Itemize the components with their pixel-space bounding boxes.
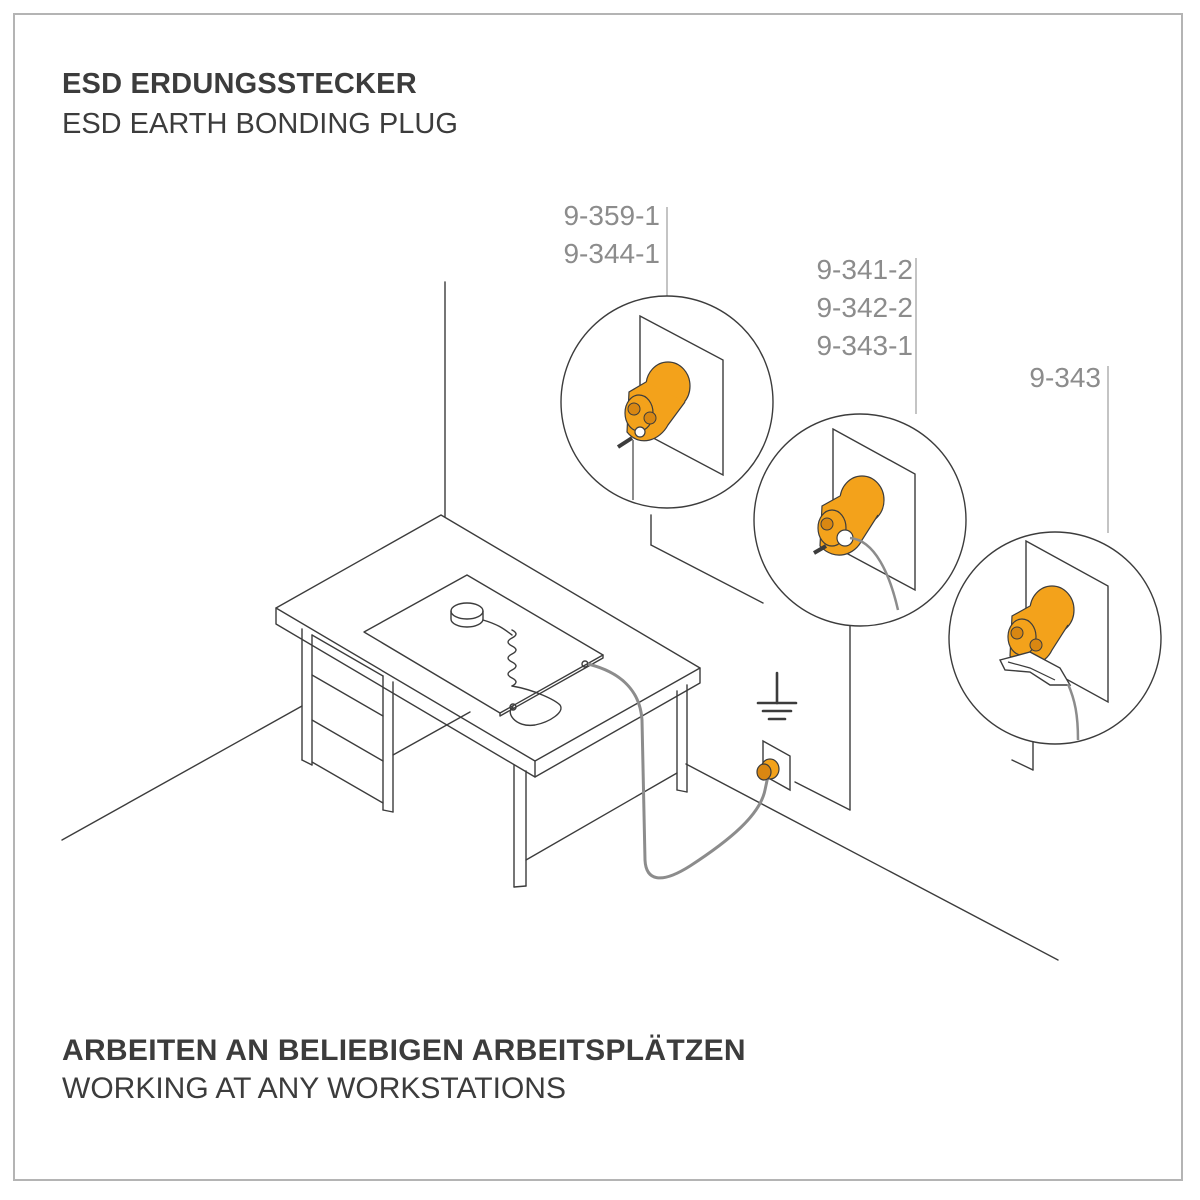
detail-circle-2 <box>753 413 967 627</box>
earth-ground-icon <box>756 671 798 721</box>
drawer-line-3 <box>311 761 384 804</box>
drawer-back-line <box>392 711 471 756</box>
callout-label-1a: 9-359-1 <box>563 200 660 231</box>
drawer-foot-r <box>382 809 394 813</box>
drawer-line-1 <box>311 674 384 717</box>
drawer-top-line <box>311 634 384 677</box>
detail-circle-3 <box>948 531 1162 745</box>
title-german: ESD ERDUNGSSTECKER <box>62 68 417 100</box>
floor-right-line <box>685 763 1059 961</box>
caption-german: ARBEITEN AN BELIEBIGEN ARBEITSPLÄTZEN <box>62 1034 746 1067</box>
callout-leaders <box>666 207 1109 533</box>
ground-cord <box>587 662 770 880</box>
drawer-foot <box>301 759 313 766</box>
detail-circle-1 <box>560 295 774 509</box>
mat-snap-connector <box>509 703 517 711</box>
desk-crossbar <box>525 772 678 861</box>
wall-edge-g <box>1011 759 1034 771</box>
coiled-cord-end <box>509 685 562 726</box>
title-english: ESD EARTH BONDING PLUG <box>62 108 458 140</box>
floor-left-line <box>61 705 303 841</box>
callout-label-2b: 9-342-2 <box>816 292 913 323</box>
wall-edge-b <box>650 544 764 604</box>
desk-top <box>275 514 701 778</box>
wall-socket-small <box>756 739 791 792</box>
desk-leg-foot-r <box>676 789 688 793</box>
caption-english: WORKING AT ANY WORKSTATIONS <box>62 1072 566 1105</box>
callout-label-3: 9-343 <box>1029 362 1101 393</box>
wrist-strap-cord-start <box>482 619 513 636</box>
coiled-cord <box>507 629 517 687</box>
wall-edge-d <box>794 781 851 811</box>
drawer-line-2 <box>311 719 384 762</box>
wrist-strap-side <box>450 610 484 628</box>
callout-label-1b: 9-344-1 <box>563 238 660 269</box>
desk-leg-foot <box>513 885 527 888</box>
callout-label-2c: 9-343-1 <box>816 330 913 361</box>
outer-frame <box>13 13 1183 1181</box>
callout-label-2a: 9-341-2 <box>816 254 913 285</box>
esd-mat-edge <box>499 654 604 717</box>
